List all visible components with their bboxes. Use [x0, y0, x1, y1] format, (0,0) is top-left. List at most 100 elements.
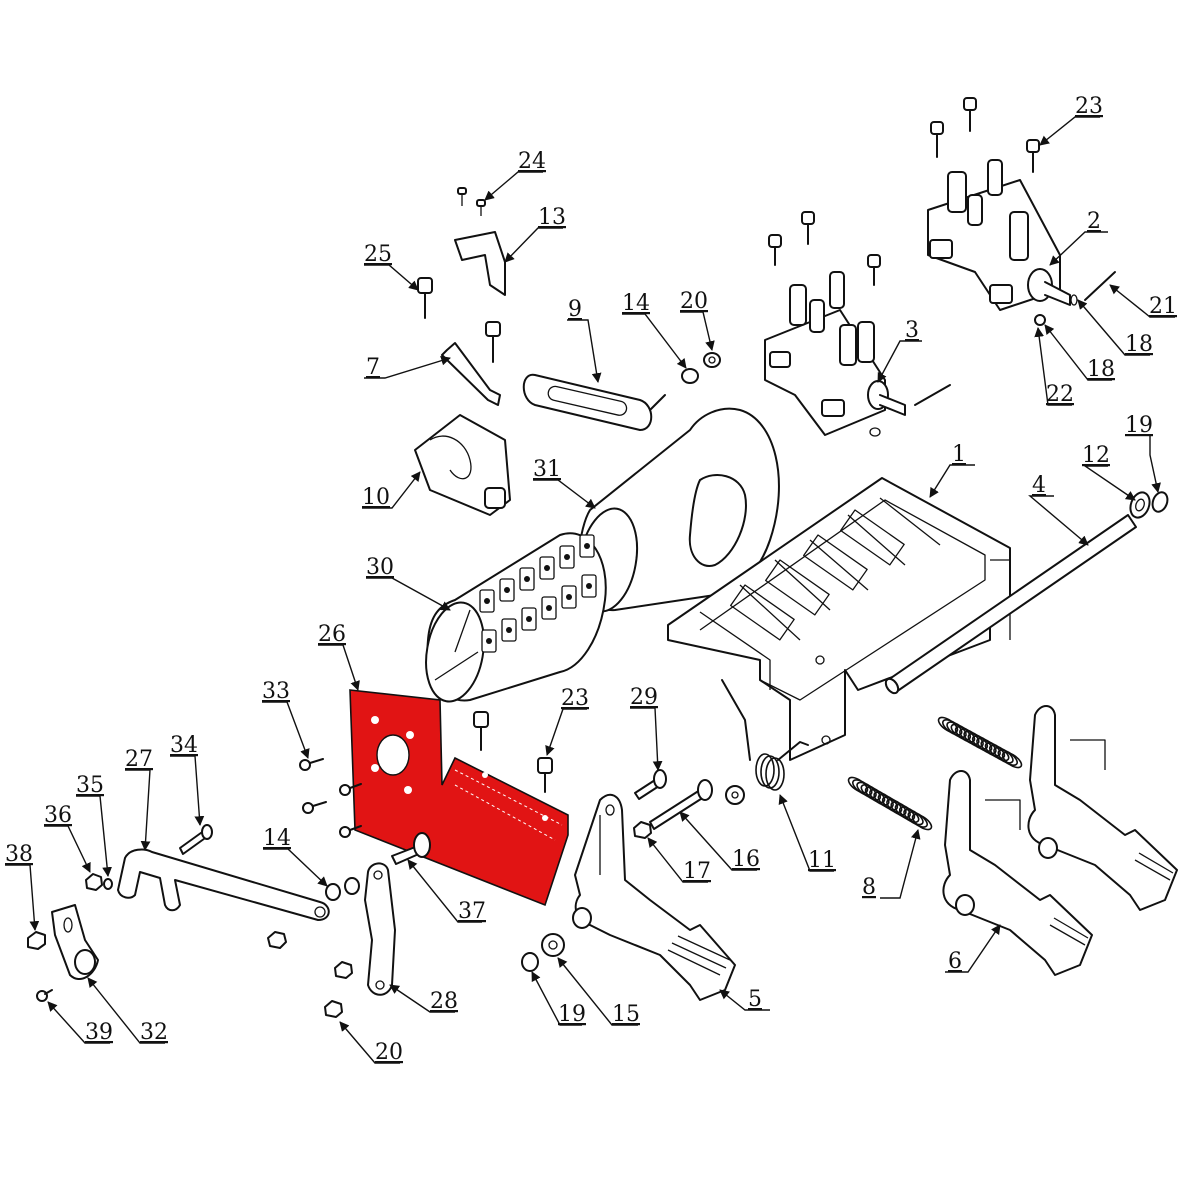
bolt-group-3: [768, 211, 881, 286]
callout-32: 32: [87, 977, 168, 1045]
part-38-nut: [27, 931, 46, 950]
svg-text:20: 20: [375, 1040, 403, 1065]
callout-23-mid: 23: [545, 686, 589, 756]
svg-text:18: 18: [1087, 357, 1115, 382]
nut-under-27: [267, 931, 287, 949]
callout-37: 37: [407, 859, 486, 924]
part-14-washer-top: [681, 368, 699, 384]
svg-text:28: 28: [430, 989, 458, 1014]
drum-contact-screw: [486, 638, 492, 644]
callout-4: 4: [1028, 473, 1089, 546]
svg-text:34: 34: [170, 733, 198, 758]
callout-8: 8: [862, 829, 921, 900]
svg-text:39: 39: [85, 1020, 113, 1045]
callout-15: 15: [557, 957, 640, 1027]
part-35-washer: [103, 878, 113, 890]
svg-text:15: 15: [612, 1002, 640, 1027]
callout-25: 25: [364, 242, 419, 291]
svg-text:33: 33: [262, 679, 290, 704]
callout-1: 1: [929, 442, 975, 498]
part-37-bolt: [391, 832, 431, 865]
svg-text:32: 32: [140, 1020, 168, 1045]
callout-21: 21: [1109, 284, 1177, 319]
part-22-nut: [1034, 314, 1046, 326]
spring-upper: [937, 716, 1023, 769]
part-27-link-bar: [117, 848, 330, 921]
callout-34: 34: [170, 733, 205, 826]
part-19-ring: [1151, 491, 1169, 513]
callout-layer: 1 2 3 4 5 6 7 8: [5, 94, 1177, 1065]
callout-6: 6: [945, 924, 1001, 974]
svg-text:31: 31: [533, 457, 561, 482]
part-6-pedal-pair: [942, 705, 1178, 976]
part-32-cam-plate: [51, 904, 99, 980]
part-10-bracket: [414, 414, 511, 516]
spring-coil: [911, 813, 933, 831]
drum-contact-screw: [586, 583, 592, 589]
part-23-bolt-mid: [473, 711, 553, 793]
svg-text:22: 22: [1046, 382, 1074, 407]
part-2-valve-block: [927, 159, 1116, 325]
svg-text:10: 10: [362, 485, 390, 510]
svg-text:26: 26: [318, 622, 346, 647]
svg-text:27: 27: [125, 747, 153, 772]
svg-text:17: 17: [683, 859, 711, 884]
callout-11: 11: [778, 794, 836, 873]
callout-17: 17: [647, 837, 711, 884]
part-28-lever: [364, 862, 396, 996]
callout-24: 24: [484, 149, 546, 201]
callout-30: 30: [366, 555, 451, 611]
svg-text:14: 14: [622, 291, 650, 316]
part-19-ring-bottom: [521, 952, 539, 972]
callout-14-top: 14: [622, 291, 687, 369]
drum-contact-screw: [544, 565, 550, 571]
svg-text:2: 2: [1087, 209, 1101, 234]
part-20-nut-top: [703, 352, 721, 368]
callout-10: 10: [362, 471, 421, 510]
part-17-nut: [633, 821, 652, 839]
svg-text:30: 30: [366, 555, 394, 580]
part-9-slotted-link: [522, 373, 666, 431]
callout-19-right: 19: [1125, 413, 1161, 493]
svg-text:7: 7: [366, 355, 380, 380]
svg-text:23: 23: [1075, 94, 1103, 119]
svg-text:35: 35: [76, 773, 104, 798]
svg-text:4: 4: [1032, 473, 1046, 498]
svg-text:9: 9: [568, 297, 582, 322]
svg-text:36: 36: [44, 803, 72, 828]
svg-text:14: 14: [263, 826, 291, 851]
callout-38: 38: [5, 842, 40, 931]
drum-contact-screw: [526, 616, 532, 622]
part-26-mounting-plate: [349, 689, 569, 907]
callout-3: 3: [877, 318, 922, 383]
part-7-bent-link: [441, 342, 501, 406]
drum-contact-screw: [564, 554, 570, 560]
part-11-torsion-spring: [721, 679, 809, 791]
part-33-screws: [299, 758, 362, 838]
part-16-bolt: [649, 779, 713, 830]
svg-text:8: 8: [862, 875, 876, 900]
callout-12: 12: [1082, 443, 1136, 501]
part-29-bolt: [634, 769, 667, 800]
callout-36: 36: [44, 803, 91, 873]
part-8-spring: [847, 776, 933, 831]
callout-23-top: 23: [1039, 94, 1103, 146]
svg-text:19: 19: [558, 1002, 586, 1027]
svg-text:37: 37: [458, 899, 486, 924]
part-15-washer: [541, 933, 565, 957]
svg-text:38: 38: [5, 842, 33, 867]
callout-19-bottom: 19: [531, 971, 586, 1027]
svg-text:5: 5: [748, 987, 762, 1012]
callout-18a: 18: [1077, 299, 1153, 357]
callout-20-top: 20: [680, 289, 715, 351]
callout-26: 26: [318, 622, 360, 691]
callout-27: 27: [125, 747, 153, 851]
svg-text:19: 19: [1125, 413, 1153, 438]
svg-text:11: 11: [808, 848, 836, 873]
callout-20-bottom: 20: [339, 1021, 403, 1065]
part-25-bolt: [417, 277, 433, 319]
svg-text:24: 24: [518, 149, 546, 174]
part-5-pedal: [572, 793, 736, 1001]
part-13-bracket: [454, 231, 506, 296]
part-3-valve-block: [764, 271, 951, 437]
